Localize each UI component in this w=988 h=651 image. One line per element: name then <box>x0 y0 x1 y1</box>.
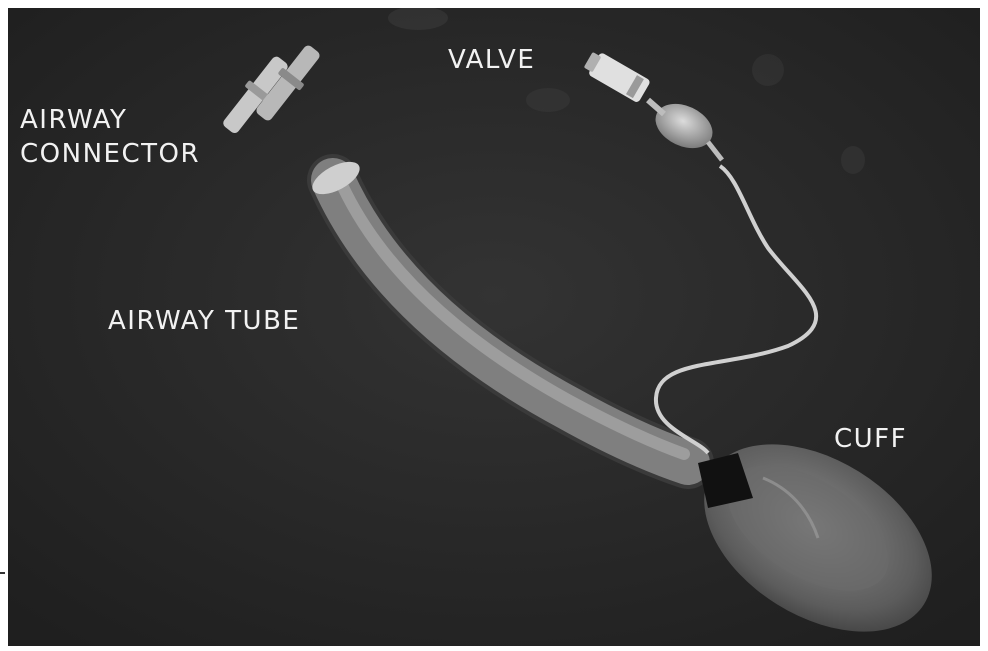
cuff-label: CUFF <box>834 422 907 456</box>
airway-tube-label: AIRWAY TUBE <box>108 304 300 338</box>
edge-mark <box>0 572 5 574</box>
airway-connector-label-line2: CONNECTOR <box>20 137 200 171</box>
laryngeal-mask-photo: AIRWAY CONNECTOR VALVE AIRWAY TUBE CUFF <box>8 8 980 646</box>
airway-connector-label-line1: AIRWAY <box>20 103 200 137</box>
airway-connector-label: AIRWAY CONNECTOR <box>20 103 200 171</box>
valve-label: VALVE <box>448 43 535 77</box>
